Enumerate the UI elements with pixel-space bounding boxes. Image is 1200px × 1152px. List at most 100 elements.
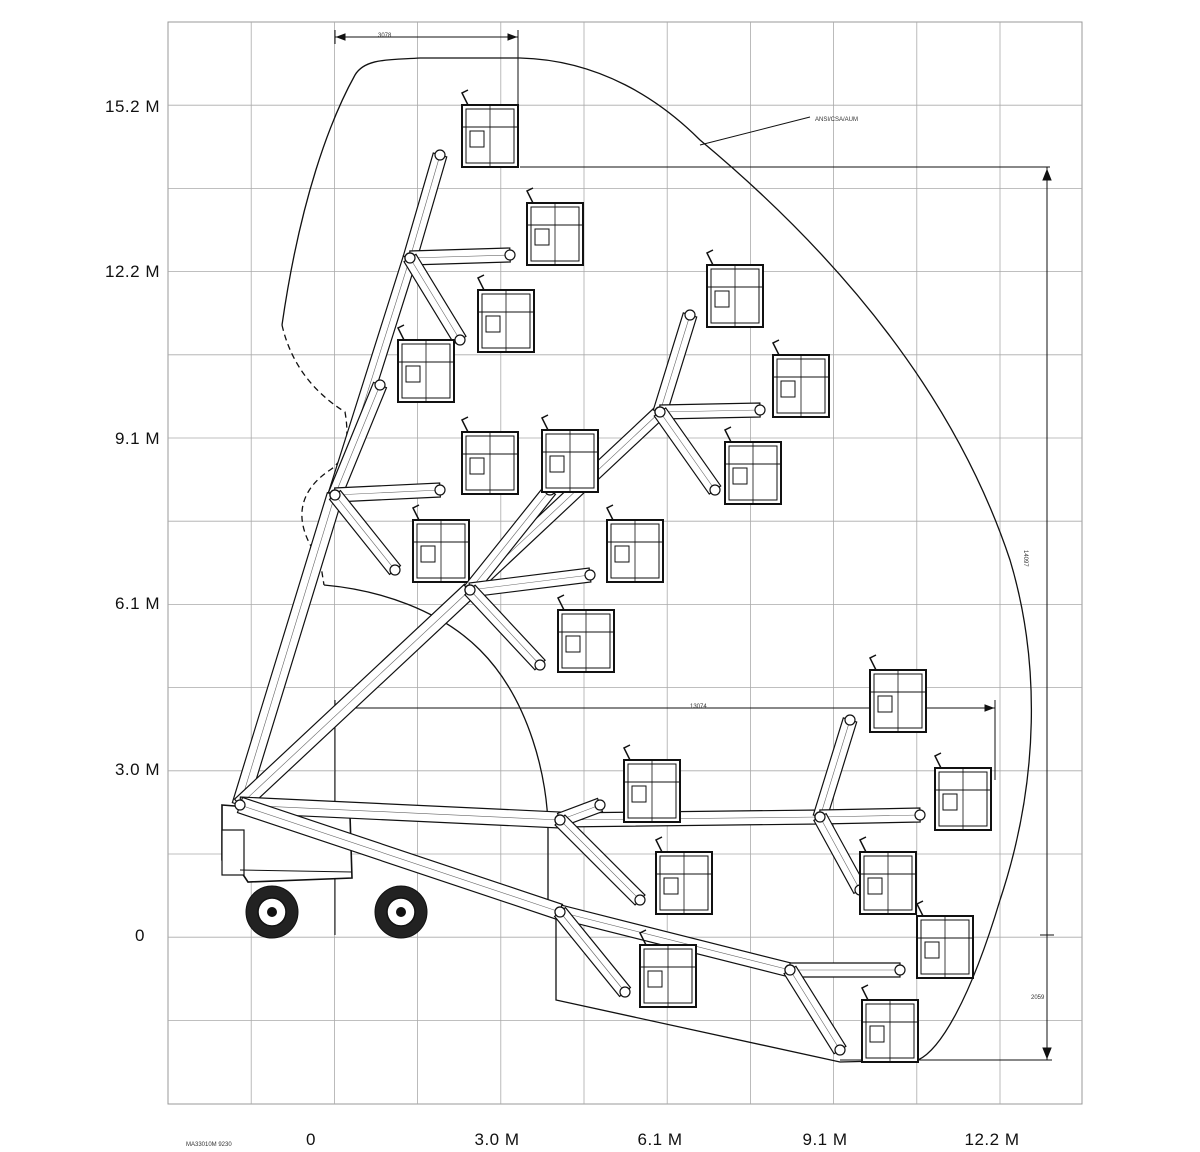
working-envelope-outline bbox=[281, 57, 1033, 1063]
y-label-6-1m: 6.1 M bbox=[114, 594, 160, 613]
jib-arm-centerline bbox=[789, 969, 841, 1051]
dimension-lines bbox=[334, 30, 1054, 1061]
wheel-axle bbox=[396, 907, 406, 917]
jib-arm-centerline bbox=[659, 314, 691, 413]
platform-basket bbox=[411, 504, 470, 583]
boom-joint bbox=[374, 379, 386, 391]
jib-arm-centerline bbox=[559, 819, 641, 901]
boom-joint bbox=[754, 404, 766, 416]
boom-joint bbox=[834, 1044, 846, 1056]
control-box bbox=[405, 365, 421, 383]
basket-handle bbox=[915, 900, 924, 917]
boom-joint bbox=[784, 964, 796, 976]
upper-boom-low-centerline bbox=[559, 911, 791, 971]
boom-joint bbox=[464, 584, 476, 596]
jib-arm-centerline bbox=[334, 384, 381, 496]
control-box bbox=[647, 970, 663, 988]
control-box bbox=[942, 793, 958, 811]
boom-joint bbox=[619, 986, 631, 998]
basket-handle bbox=[605, 504, 614, 521]
jib-arm-centerline bbox=[469, 589, 541, 666]
basket-handle bbox=[540, 414, 549, 431]
basket-handle bbox=[411, 504, 420, 521]
basket-handle bbox=[858, 836, 867, 853]
y-label-0: 0 bbox=[135, 926, 145, 945]
platform-basket bbox=[858, 836, 917, 915]
control-box bbox=[631, 785, 647, 803]
jib-arm-centerline bbox=[659, 409, 761, 413]
control-box bbox=[877, 695, 893, 713]
platform-basket bbox=[654, 836, 713, 915]
boom-joint bbox=[329, 489, 341, 501]
envelope-label: ANSI/CSA/AUM bbox=[815, 117, 859, 123]
platform-basket bbox=[638, 929, 697, 1008]
boom-joint bbox=[504, 249, 516, 261]
x-label-12-2m: 12.2 M bbox=[964, 1130, 1020, 1149]
dim-horizontal-outreach: 13074 bbox=[690, 704, 707, 710]
boom-joint bbox=[434, 149, 446, 161]
platform-basket bbox=[460, 89, 519, 168]
basket-handle bbox=[556, 594, 565, 611]
jib-arm-centerline bbox=[334, 494, 396, 571]
wheel-axle bbox=[267, 907, 277, 917]
boom-joint bbox=[584, 569, 596, 581]
jib-arm-centerline bbox=[819, 814, 921, 818]
y-label-12-2m: 12.2 M bbox=[105, 262, 160, 281]
arrowhead bbox=[1042, 168, 1052, 181]
boom-joint bbox=[454, 334, 466, 346]
main-boom-high-centerline bbox=[239, 494, 336, 806]
platform-basket bbox=[915, 900, 974, 979]
chassis bbox=[221, 804, 428, 939]
platform-basket bbox=[525, 187, 584, 266]
platform-basket bbox=[460, 416, 519, 495]
jib-arm-centerline bbox=[559, 911, 626, 993]
main-boom-mid-centerline bbox=[239, 589, 471, 806]
basket-handle bbox=[396, 324, 405, 341]
control-box bbox=[780, 380, 796, 398]
basket-handle bbox=[771, 339, 780, 356]
jib-arm-centerline bbox=[469, 489, 551, 591]
control-box bbox=[534, 228, 550, 246]
main-boom-level-centerline bbox=[239, 804, 561, 821]
arrowhead bbox=[507, 33, 518, 41]
platform-basket bbox=[868, 654, 927, 733]
jib-arm-centerline bbox=[819, 719, 851, 818]
inner-envelope-curve bbox=[323, 584, 549, 905]
basket-handle bbox=[460, 89, 469, 106]
jib-arm-centerline bbox=[409, 154, 441, 259]
platform-basket bbox=[771, 339, 830, 418]
boom-joint bbox=[434, 484, 446, 496]
platform-basket bbox=[556, 594, 615, 673]
boom-joint bbox=[554, 814, 566, 826]
basket-handle bbox=[723, 426, 732, 443]
y-label-3-0m: 3.0 M bbox=[114, 760, 160, 779]
y-label-15-2m: 15.2 M bbox=[105, 97, 160, 116]
control-box bbox=[420, 545, 436, 563]
x-label-3-0m: 3.0 M bbox=[474, 1130, 520, 1149]
boom-joint bbox=[709, 484, 721, 496]
arrowhead bbox=[335, 33, 346, 41]
arrowhead bbox=[1042, 1047, 1052, 1060]
control-box bbox=[565, 635, 581, 653]
control-box bbox=[869, 1025, 885, 1043]
dim-max-height: 14097 bbox=[1022, 550, 1028, 567]
platform-basket bbox=[622, 744, 681, 823]
x-label-0: 0 bbox=[306, 1130, 316, 1149]
boom-joint bbox=[594, 799, 606, 811]
basket-handle bbox=[868, 654, 877, 671]
boom-joint bbox=[894, 964, 906, 976]
boom-joint bbox=[234, 799, 246, 811]
platform-basket bbox=[605, 504, 664, 583]
leader-envelope bbox=[699, 116, 811, 146]
boom-joint bbox=[654, 406, 666, 418]
basket-handle bbox=[638, 929, 647, 946]
control-box bbox=[549, 455, 565, 473]
jib-arm-centerline bbox=[334, 489, 441, 496]
platform-basket bbox=[933, 752, 992, 831]
x-label-9-1m: 9.1 M bbox=[802, 1130, 848, 1149]
dim-top-width: 3078 bbox=[378, 33, 392, 39]
control-box bbox=[469, 130, 485, 148]
control-box bbox=[614, 545, 630, 563]
drawing-code: MA33010M 9230 bbox=[186, 1142, 232, 1148]
counterweight bbox=[221, 829, 245, 876]
